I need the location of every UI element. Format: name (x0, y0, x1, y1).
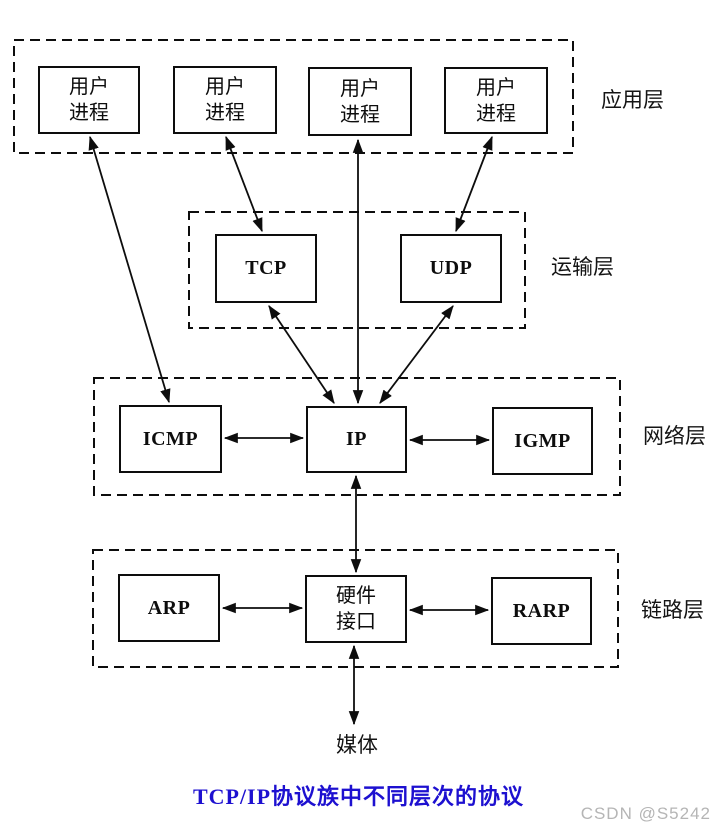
box-hardware-interface: 硬件接口 (305, 575, 407, 643)
box-icmp: ICMP (119, 405, 222, 473)
box-arp-label: ARP (147, 596, 191, 619)
label-network-layer: 网络层 (643, 424, 706, 448)
label-link-layer: 链路层 (641, 598, 704, 622)
box-user-process-3: 用户进程 (308, 67, 412, 136)
label-transport-layer: 运输层 (551, 255, 614, 279)
label-application-layer: 应用层 (601, 88, 664, 112)
box-user-process-2-label: 用户进程 (205, 76, 245, 124)
box-arp: ARP (118, 574, 220, 642)
box-user-process-4: 用户进程 (444, 67, 548, 134)
figure-caption: TCP/IP协议族中不同层次的协议 (192, 784, 525, 809)
csdn-watermark: CSDN @S5242 (580, 804, 711, 823)
box-user-process-2: 用户进程 (173, 66, 277, 134)
box-user-process-4-label: 用户进程 (476, 76, 516, 125)
arrow-userprocess4-udp (455, 135, 493, 233)
box-ip: IP (306, 406, 407, 473)
box-rarp-label: RARP (512, 599, 571, 622)
arrow-udp-ip (379, 305, 454, 404)
arrow-userprocess1-icmp (88, 135, 171, 404)
box-user-process-1-label: 用户进程 (69, 76, 109, 124)
box-user-process-1: 用户进程 (38, 66, 140, 134)
box-icmp-label: ICMP (142, 427, 199, 450)
box-rarp: RARP (491, 577, 592, 645)
box-tcp-label: TCP (245, 257, 287, 279)
application-layer-boundary (13, 39, 574, 154)
box-tcp: TCP (215, 234, 317, 303)
box-udp-label: UDP (429, 257, 473, 279)
box-user-process-3-label: 用户进程 (340, 77, 380, 126)
arrow-tcp-ip (268, 305, 335, 404)
box-ip-label: IP (346, 428, 367, 450)
box-igmp: IGMP (492, 407, 593, 475)
box-igmp-label: IGMP (514, 429, 571, 452)
box-hardware-interface-label: 硬件接口 (336, 585, 376, 633)
label-media: 媒体 (336, 733, 378, 757)
arrow-userprocess2-tcp (225, 135, 263, 233)
box-udp: UDP (400, 234, 502, 303)
